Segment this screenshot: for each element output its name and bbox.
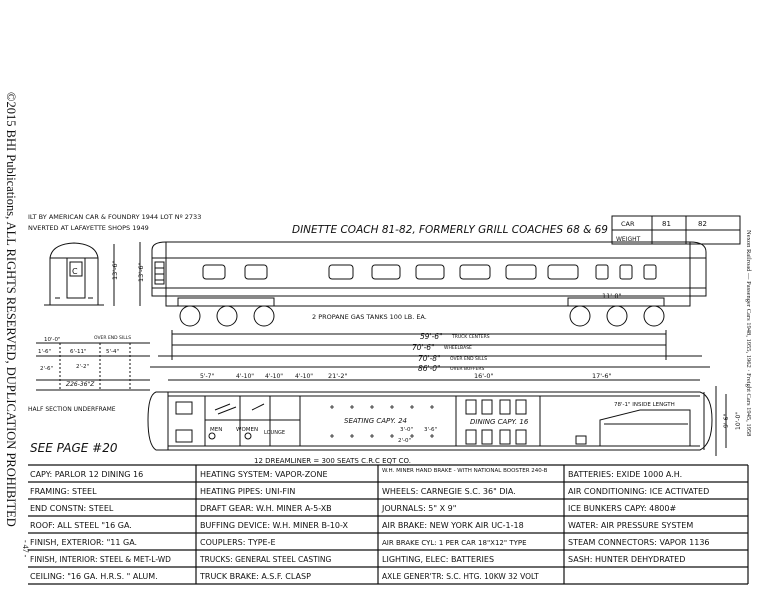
svg-text:FINISH, EXTERIOR: "11 GA.: FINISH, EXTERIOR: "11 GA. — [30, 538, 137, 547]
builder-line: ILT BY AMERICAN CAR & FOUNDRY 1944 LOT N… — [28, 213, 201, 221]
svg-text:5'-4": 5'-4" — [106, 349, 119, 355]
svg-text:AIR CONDITIONING: ICE ACTIVATE: AIR CONDITIONING: ICE ACTIVATED — [568, 487, 709, 496]
svg-text:1'-6": 1'-6" — [38, 349, 51, 355]
svg-text:16'-0": 16'-0" — [474, 372, 494, 380]
svg-text:FINISH, INTERIOR: STEEL & MET-: FINISH, INTERIOR: STEEL & MET-L-WD — [30, 555, 171, 564]
svg-text:C: C — [72, 267, 78, 276]
svg-text:3'-6": 3'-6" — [424, 427, 437, 433]
dining-capacity: DINING CAPY. 16 — [470, 418, 529, 426]
svg-text:TRUCK CENTERS: TRUCK CENTERS — [451, 334, 490, 340]
svg-text:4'-10": 4'-10" — [236, 373, 254, 380]
width-dim: 9'-6" — [723, 414, 730, 428]
floor-plan — [147, 391, 713, 451]
svg-text:AXLE GENER'TR: S.C. HTG. 10KW: AXLE GENER'TR: S.C. HTG. 10KW 32 VOLT — [382, 572, 539, 581]
svg-text:CAR: CAR — [621, 220, 635, 228]
svg-text:10'-0": 10'-0" — [44, 337, 61, 343]
over-sills-dim: 70'-8" — [418, 354, 441, 363]
svg-text:CAPY: PARLOR 12 DINING 16: CAPY: PARLOR 12 DINING 16 — [30, 470, 143, 479]
svg-text:LIGHTING, ELEC: BATTERIES: LIGHTING, ELEC: BATTERIES — [382, 555, 494, 564]
truck-spacing-dim: 11'-0" — [602, 292, 622, 300]
svg-text:3'-0": 3'-0" — [400, 427, 413, 433]
conversion-line: NVERTED AT LAFAYETTE SHOPS 1949 — [28, 224, 149, 232]
svg-text:2'-6": 2'-6" — [40, 366, 53, 372]
end-height-dim: 13'-6" — [111, 260, 119, 280]
svg-text:W.H. MINER HAND BRAKE - WITH N: W.H. MINER HAND BRAKE - WITH NATIONAL BO… — [382, 468, 548, 474]
svg-text:DRAFT GEAR: W.H. MINER A-5-XB: DRAFT GEAR: W.H. MINER A-5-XB — [200, 504, 332, 513]
svg-text:ROOF: ALL STEEL "16 GA.: ROOF: ALL STEEL "16 GA. — [30, 521, 132, 530]
svg-text:OVER END SILLS: OVER END SILLS — [94, 335, 131, 341]
svg-text:WHEELS: CARNEGIE S.C. 36" DIA.: WHEELS: CARNEGIE S.C. 36" DIA. — [382, 487, 516, 496]
side-height-dim: 13'-6" — [137, 262, 145, 282]
drawing-title: DINETTE COACH 81-82, FORMERLY GRILL COAC… — [292, 224, 608, 236]
svg-text:OVER BUFFERS: OVER BUFFERS — [450, 366, 484, 372]
half-section-underframe — [36, 342, 150, 391]
svg-text:STEAM CONNECTORS: VAPOR 1136: STEAM CONNECTORS: VAPOR 1136 — [568, 538, 710, 547]
svg-text:4'-10": 4'-10" — [265, 373, 283, 380]
svg-text:5'-7": 5'-7" — [200, 373, 214, 380]
specification-table — [28, 464, 749, 585]
svg-text:WATER: AIR PRESSURE SYSTEM: WATER: AIR PRESSURE SYSTEM — [568, 521, 693, 530]
underframe-dim: Z26-36"Z — [65, 381, 95, 388]
svg-text:2'-0": 2'-0" — [398, 438, 411, 444]
svg-text:81: 81 — [662, 220, 671, 228]
svg-text:17'-6": 17'-6" — [592, 372, 612, 380]
svg-text:CEILING: "16 GA. H.R.S. " ALUM: CEILING: "16 GA. H.R.S. " ALUM. — [30, 572, 158, 581]
svg-text:6'-11": 6'-11" — [70, 349, 87, 355]
svg-text:BUFFING DEVICE: W.H. MINER B-1: BUFFING DEVICE: W.H. MINER B-10-X — [200, 521, 349, 530]
side-elevation — [151, 241, 707, 327]
seating-capacity: SEATING CAPY. 24 — [344, 417, 407, 425]
end-elevation: C — [44, 242, 104, 306]
svg-text:TRUCK BRAKE: A.S.F. CLASP: TRUCK BRAKE: A.S.F. CLASP — [199, 572, 311, 581]
svg-text:2'-2": 2'-2" — [76, 364, 89, 370]
svg-text:WEIGHT: WEIGHT — [616, 236, 641, 243]
svg-text:HEATING SYSTEM: VAPOR-ZONE: HEATING SYSTEM: VAPOR-ZONE — [200, 470, 328, 479]
svg-text:OVER END SILLS: OVER END SILLS — [450, 356, 487, 362]
gas-tanks-note: 2 PROPANE GAS TANKS 100 LB. EA. — [312, 313, 427, 321]
inside-length-dim: 78'-1" INSIDE LENGTH — [614, 402, 675, 408]
half-section-label: HALF SECTION UNDERFRAME — [28, 406, 116, 413]
height-dim: 10'-0" — [735, 412, 742, 430]
svg-text:WHEELBASE: WHEELBASE — [444, 345, 472, 351]
svg-text:WOMEN: WOMEN — [236, 427, 258, 433]
spec-cells: CAPY: PARLOR 12 DINING 16 HEATING SYSTEM… — [30, 468, 710, 581]
svg-text:82: 82 — [698, 220, 707, 228]
svg-text:21'-2": 21'-2" — [328, 372, 348, 380]
wheelbase-dim: 70'-6" — [412, 343, 435, 352]
plan-caption: 12 DREAMLINER = 300 SEATS C.R.C EQT CO. — [254, 457, 411, 465]
over-buffers-dim: 86'-0" — [418, 364, 441, 373]
truck-centers-dim: 59'-6" — [420, 332, 443, 341]
svg-text:AIR BRAKE CYL: 1 PER CAR 18"X1: AIR BRAKE CYL: 1 PER CAR 18"X12" TYPE — [382, 539, 527, 547]
svg-text:JOURNALS: 5" X 9": JOURNALS: 5" X 9" — [381, 504, 456, 513]
svg-text:ICE BUNKERS CAPY: 4800#: ICE BUNKERS CAPY: 4800# — [568, 504, 676, 513]
svg-text:BATTERIES: EXIDE 1000 A.H.: BATTERIES: EXIDE 1000 A.H. — [568, 470, 682, 479]
svg-text:SASH: HUNTER DEHYDRATED: SASH: HUNTER DEHYDRATED — [568, 555, 685, 564]
svg-text:FRAMING: STEEL: FRAMING: STEEL — [30, 487, 97, 496]
svg-text:END CONSTN: STEEL: END CONSTN: STEEL — [30, 504, 114, 513]
svg-text:MEN: MEN — [210, 427, 222, 433]
svg-text:TRUCKS: GENERAL STEEL CASTING: TRUCKS: GENERAL STEEL CASTING — [199, 555, 332, 564]
svg-text:4'-10": 4'-10" — [295, 373, 313, 380]
svg-text:LOUNGE: LOUNGE — [264, 430, 285, 436]
car-weight-table: CAR WEIGHT 81 82 — [611, 215, 741, 245]
svg-text:AIR BRAKE: NEW YORK AIR UC-1-1: AIR BRAKE: NEW YORK AIR UC-1-18 — [382, 521, 524, 530]
svg-text:HEATING PIPES: UNI-FIN: HEATING PIPES: UNI-FIN — [200, 487, 295, 496]
svg-text:COUPLERS: TYPE-E: COUPLERS: TYPE-E — [200, 538, 276, 547]
see-page-note: SEE PAGE #20 — [30, 441, 118, 455]
